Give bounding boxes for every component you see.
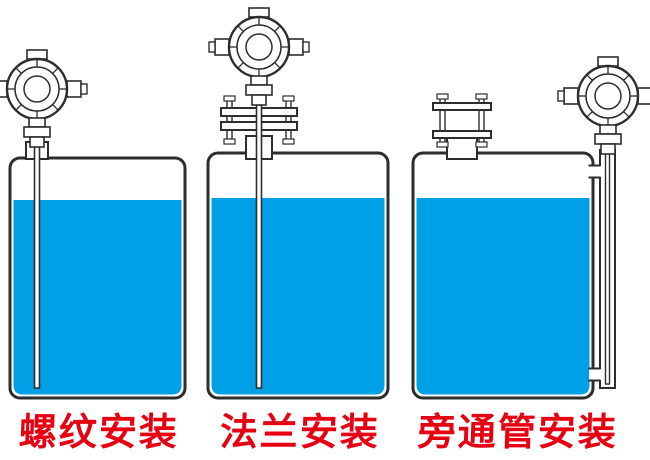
caption-flange-installation: 法兰安装	[219, 411, 381, 454]
bolt-nut	[223, 95, 236, 102]
bolt-nut	[475, 93, 488, 100]
diagram-threaded-installation	[0, 48, 187, 400]
bolt-nut	[282, 138, 295, 145]
probe-rod	[33, 144, 41, 389]
liquid-fill	[416, 198, 590, 395]
liquid-fill	[13, 200, 182, 395]
bolt-nut	[223, 138, 236, 145]
level-transmitter-icon	[556, 55, 650, 156]
pipe-stub-bottom-lines	[588, 367, 601, 382]
diagram-flange-installation	[206, 6, 390, 400]
probe-rod	[604, 151, 611, 385]
level-transmitter-icon	[207, 6, 311, 107]
pipe-stub-top	[589, 166, 601, 177]
flange-bolt	[285, 97, 292, 141]
bolt-nut	[436, 141, 449, 148]
diagram-bypass-installation	[411, 55, 650, 400]
pipe-stub-top-lines	[588, 164, 601, 179]
probe-rod	[255, 102, 263, 389]
flange-plate	[432, 102, 492, 111]
caption-threaded-installation: 螺纹安装	[18, 411, 180, 454]
flange-plate	[432, 130, 492, 139]
liquid-fill	[211, 198, 385, 395]
bolt-nut	[282, 95, 295, 102]
flange-bolted-connection-icon	[432, 93, 492, 160]
bolt-nut	[475, 141, 488, 148]
tank-neck	[446, 137, 478, 160]
level-transmitter-icon	[0, 48, 89, 149]
bolt-nut	[436, 93, 449, 100]
caption-bypass-installation: 旁通管安装	[417, 411, 619, 454]
pipe-stub-bottom	[589, 369, 601, 380]
flange-bolt	[226, 97, 233, 141]
